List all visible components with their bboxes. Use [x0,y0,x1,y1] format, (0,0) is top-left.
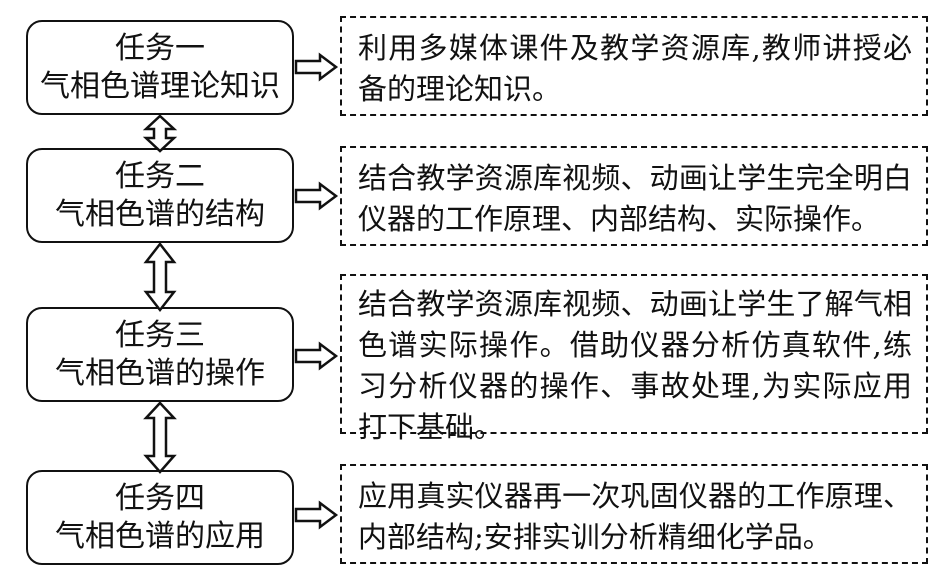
task-1-title: 任务一 [115,30,205,66]
arrow-double-2-3 [143,241,177,313]
task-3-description-box: 结合教学资源库视频、动画让学生了解气相色谱实际操作。借助仪器分析仿真软件,练习分… [340,274,928,444]
task-1-description: 利用多媒体课件及教学资源库,教师讲授必备的理论知识。 [358,31,912,106]
task-3-box: 任务三 气相色谱的操作 [26,307,294,402]
arrow-right-2 [294,181,339,211]
task-3-description: 结合教学资源库视频、动画让学生了解气相色谱实际操作。借助仪器分析仿真软件,练习分… [358,287,912,444]
task-4-name: 气相色谱的应用 [55,518,265,554]
task-2-title: 任务二 [115,158,205,194]
task-3-title: 任务三 [115,317,205,353]
task-4-title: 任务四 [115,480,205,516]
task-3-name: 气相色谱的操作 [55,355,265,391]
arrow-right-1 [294,52,339,82]
task-4-box: 任务四 气相色谱的应用 [26,470,294,565]
arrow-right-3 [294,341,339,371]
arrow-double-1-2 [142,114,178,153]
task-4-description-box: 应用真实仪器再一次巩固仪器的工作原理、内部结构;安排实训分析精细化学品。 [340,464,928,564]
task-2-description: 结合教学资源库视频、动画让学生完全明白仪器的工作原理、内部结构、实际操作。 [358,161,912,236]
task-4-description: 应用真实仪器再一次巩固仪器的工作原理、内部结构;安排实训分析精细化学品。 [358,479,912,554]
task-2-description-box: 结合教学资源库视频、动画让学生完全明白仪器的工作原理、内部结构、实际操作。 [340,146,928,246]
task-2-box: 任务二 气相色谱的结构 [26,148,294,243]
arrow-right-4 [294,500,339,530]
task-1-name: 气相色谱理论知识 [40,68,280,104]
task-1-box: 任务一 气相色谱理论知识 [26,20,294,115]
task-1-description-box: 利用多媒体课件及教学资源库,教师讲授必备的理论知识。 [340,16,928,116]
task-2-name: 气相色谱的结构 [55,196,265,232]
arrow-double-3-4 [143,401,177,474]
